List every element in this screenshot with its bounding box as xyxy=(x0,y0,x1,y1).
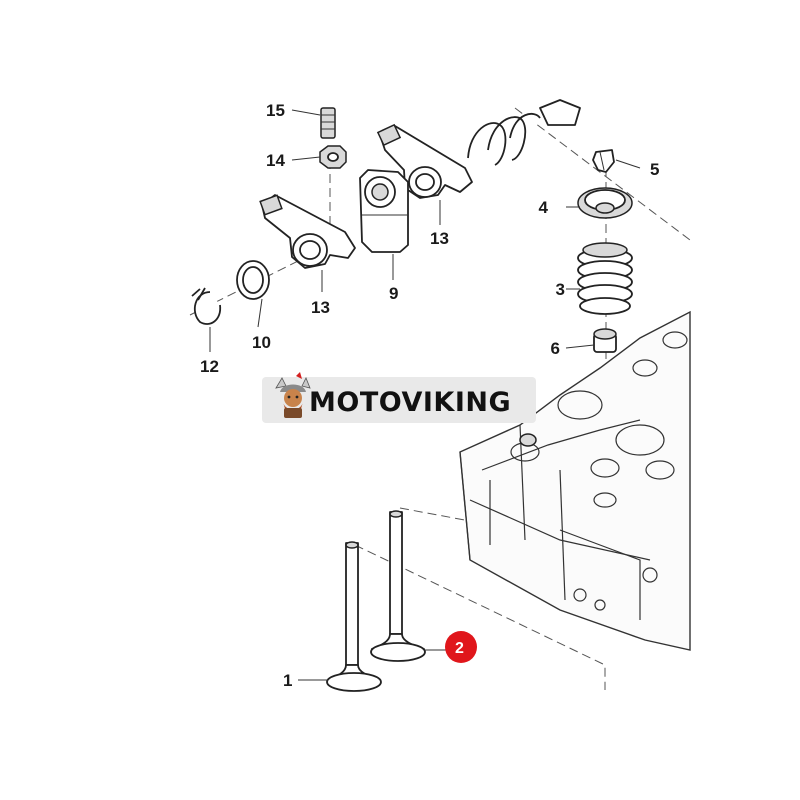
lock-nut xyxy=(319,145,347,169)
rocker-arm-left xyxy=(259,194,356,269)
adjusting-screw xyxy=(320,107,336,139)
callout-6: 6 xyxy=(551,339,560,358)
watermark-banner: MOTOVIKING xyxy=(262,372,536,423)
valve-spring-partial xyxy=(467,99,581,166)
callout-1: 1 xyxy=(283,671,292,690)
valve-stem-seal xyxy=(593,328,617,353)
intake-valve xyxy=(326,541,382,692)
callouts: 1 2 3 4 5 6 9 10 12 13 13 14 15 xyxy=(200,101,659,690)
callout-leaders xyxy=(209,109,641,681)
brand-name: MOTOVIKING xyxy=(309,387,511,418)
callout-2-highlight xyxy=(445,631,477,663)
callout-14: 14 xyxy=(266,151,285,170)
valve-cotter xyxy=(592,149,615,173)
valve-spring xyxy=(577,242,633,315)
rocker-arm-right xyxy=(376,123,473,199)
callout-10: 10 xyxy=(252,333,271,352)
viking-mascot-icon xyxy=(275,372,311,418)
callout-15: 15 xyxy=(266,101,285,120)
exhaust-valve xyxy=(370,510,426,662)
callout-3: 3 xyxy=(556,280,565,299)
callout-13-right: 13 xyxy=(430,229,449,248)
thrust-washer xyxy=(236,260,270,300)
spring-retainer xyxy=(577,187,633,219)
callout-13-left: 13 xyxy=(311,298,330,317)
cylinder-head xyxy=(459,310,691,651)
circlip xyxy=(191,287,222,325)
callout-9: 9 xyxy=(389,284,398,303)
rocker-shaft-support xyxy=(359,169,409,253)
callout-12: 12 xyxy=(200,357,219,376)
callout-4: 4 xyxy=(539,198,549,217)
callout-2: 2 xyxy=(455,640,464,657)
callout-5: 5 xyxy=(650,160,659,179)
